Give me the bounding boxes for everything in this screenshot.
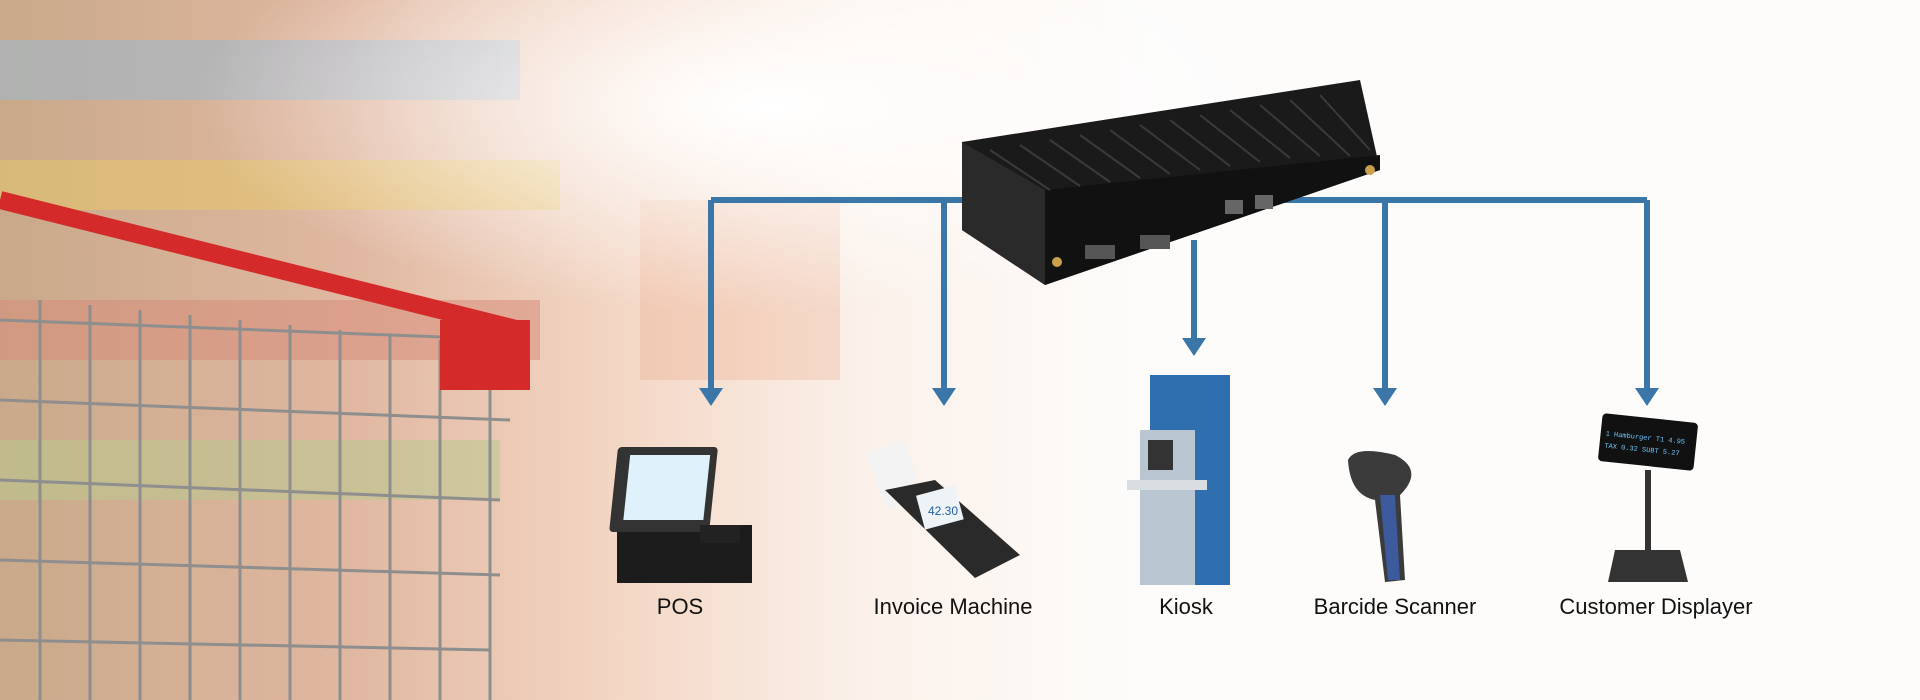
label-pos: POS [656,594,704,619]
card-payment-terminal-icon: 42.30 [865,439,1020,578]
label-barcode-scanner: Barcide Scanner [1313,594,1477,619]
label-invoice-machine: Invoice Machine [873,594,1033,619]
shopping-cart [0,191,530,700]
arrowheads [699,338,1659,406]
mini-pc-hub [962,80,1380,285]
label-kiosk: Kiosk [1159,594,1213,619]
atm-kiosk-icon [1127,375,1230,585]
pole-display-icon: 1 Hamburger T1 4.95 TAX 0.32 SUBT 5.27 [1598,413,1698,582]
barcode-scanner-icon [1348,451,1412,582]
pos-terminal-icon [609,447,752,583]
invoice-amount: 42.30 [928,504,958,518]
label-customer-displayer: Customer Displayer [1559,594,1753,619]
